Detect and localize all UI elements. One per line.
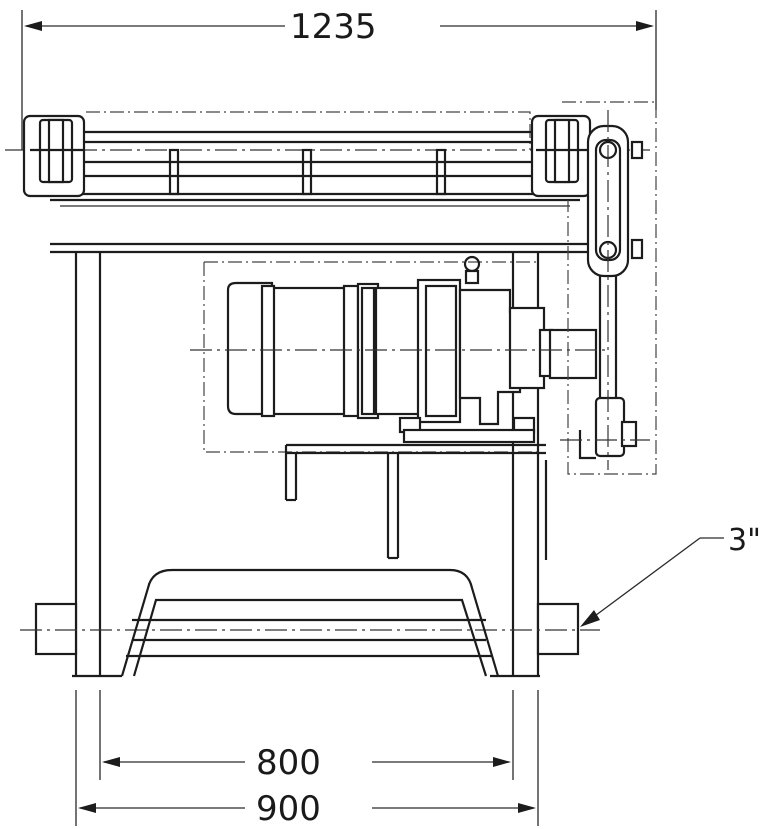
pipe-size-callout: 3" [580, 523, 761, 627]
crank-linkage [560, 101, 657, 475]
lower-pipe-and-sump [20, 568, 600, 677]
dimension-label-900: 900 [256, 789, 321, 829]
mid-plate [50, 242, 588, 254]
dimension-overall-width: 1235 [21, 7, 657, 150]
top-rail-assembly [5, 111, 650, 207]
dimension-label-800: 800 [256, 743, 321, 783]
motor-base-bracket [284, 443, 546, 560]
dimension-label-1235: 1235 [290, 7, 377, 47]
pipe-size-label: 3" [728, 523, 761, 558]
motor [190, 255, 610, 444]
dimension-leg-spans: 800 900 [75, 690, 539, 829]
